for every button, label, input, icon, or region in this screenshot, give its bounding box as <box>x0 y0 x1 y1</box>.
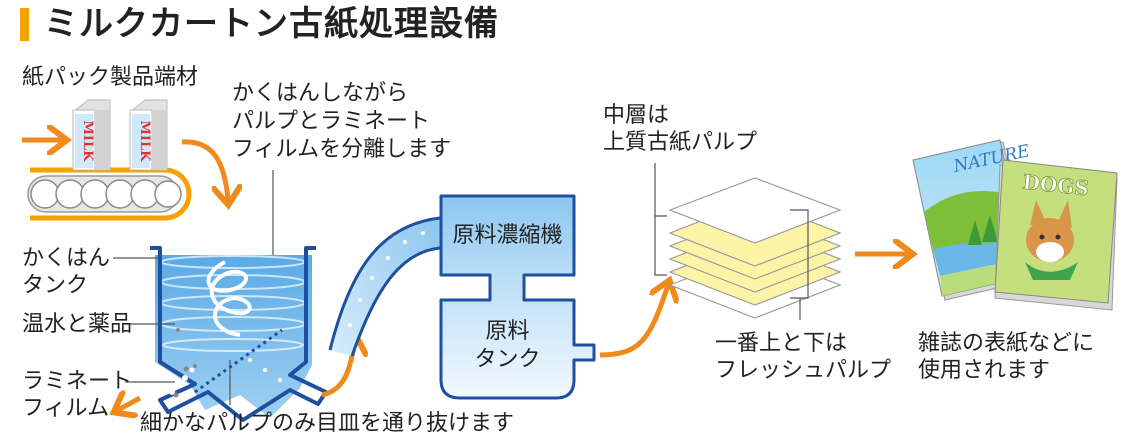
carton-label: MILK <box>137 121 152 163</box>
output-note: 雑誌の表紙などに 使用されます <box>918 330 1094 384</box>
transfer-pipe <box>328 216 441 357</box>
label-line: タンク <box>474 347 541 372</box>
stir-note-line: フィルムを分離します <box>232 137 452 162</box>
water-chemical-label: 温水と薬品 <box>22 312 133 337</box>
outer-layer-note: 一番上と下は フレッシュパルプ <box>715 330 891 384</box>
stir-note-line: かくはんしながら <box>232 81 409 106</box>
label-line: かくはん <box>22 246 111 271</box>
flow-arrow-icon <box>599 285 668 358</box>
concentrator-machine <box>439 194 596 400</box>
input-label: 紙パック製品端材 <box>22 65 199 90</box>
laminate-out-arrow-icon <box>118 398 142 410</box>
page-title: ミルクカートン古紙処理設備 <box>44 4 499 44</box>
milk-carton-icon <box>72 99 111 171</box>
label-line: 中層は <box>603 103 670 128</box>
title-accent-bar <box>20 8 29 41</box>
bracket-outer <box>790 209 809 299</box>
label-line: タンク <box>22 273 89 298</box>
magazine-dogs-icon: DOGS <box>994 159 1118 311</box>
label-line: ラミネート <box>22 369 133 394</box>
milk-carton-icon <box>129 99 168 171</box>
mesh-note: 細かなパルプのみ目皿を通り抜けます <box>140 411 515 436</box>
raw-tank-label: 原料 タンク <box>441 318 574 374</box>
stir-note-line: パルプとラミネート <box>232 109 431 134</box>
label-line: 雑誌の表紙などに <box>918 331 1095 356</box>
bracket-middle <box>654 215 667 276</box>
label-line: 一番上と下は <box>715 331 848 356</box>
label-line: 原料 <box>485 319 530 344</box>
label-line: 上質古紙パルプ <box>603 130 758 155</box>
laminate-film-label: ラミネート フィルム <box>22 368 132 422</box>
label-line: フィルム <box>22 396 110 421</box>
flow-arrow-icon <box>181 139 228 200</box>
stir-note: かくはんしながら パルプとラミネート フィルムを分離します <box>232 80 451 164</box>
stir-tank-label: かくはん タンク <box>22 245 110 299</box>
pulp-layer-stack <box>668 177 842 319</box>
carton-label: MILK <box>80 121 95 163</box>
concentrator-label: 原料濃縮機 <box>452 223 563 248</box>
stir-tank <box>150 246 328 422</box>
label-line: フレッシュパルプ <box>715 358 892 383</box>
middle-layer-note: 中層は 上質古紙パルプ <box>603 102 757 156</box>
conveyor-belt-icon <box>27 167 192 221</box>
label-line: 使用されます <box>918 358 1051 383</box>
